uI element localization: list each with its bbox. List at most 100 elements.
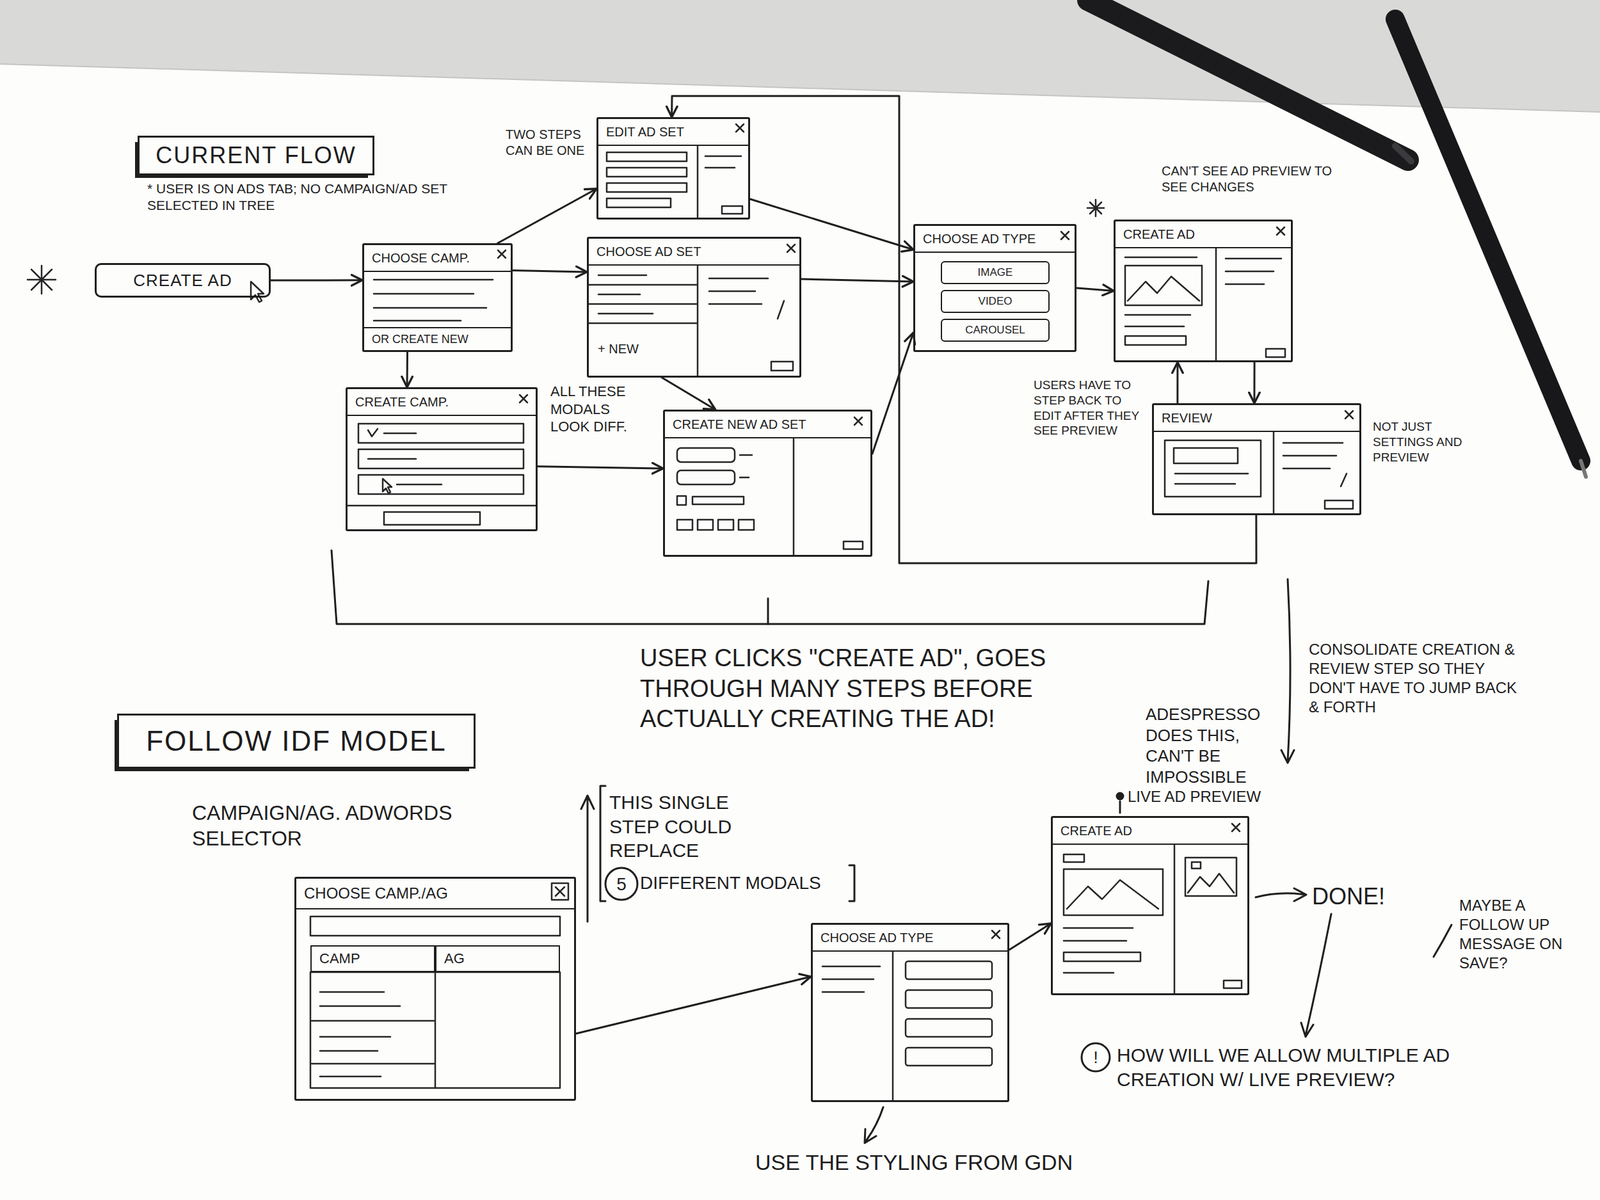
bracket-and-arrows	[1081, 1043, 1110, 1072]
modal-title: CHOOSE AD TYPE	[812, 924, 1008, 952]
bracket-and-arrows	[1116, 792, 1124, 800]
modal-title: CREATE CAMP.	[347, 389, 536, 416]
sketch-scribble	[696, 145, 699, 218]
modal-sketch: CHOOSE AD SET+ NEW	[586, 236, 802, 378]
modal-title: CREATE AD	[1115, 221, 1291, 249]
marker-pen	[1395, 145, 1412, 162]
note-text: USERS HAVE TO STEP BACK TO EDIT AFTER TH…	[1033, 377, 1143, 439]
flow-arrow	[1076, 288, 1114, 292]
note-text: THIS SINGLE STEP COULD REPLACE	[609, 790, 763, 863]
bracket-and-arrows	[1255, 888, 1307, 902]
sketch-scribble	[250, 281, 264, 303]
option-label: VIDEO	[978, 295, 1013, 308]
sketch-scribble	[718, 519, 734, 530]
sketch-scribble	[1185, 857, 1237, 896]
marker-pen	[1088, 0, 1408, 160]
modal-sketch: CHOOSE CAMP./AGCAMPAG	[294, 876, 576, 1101]
sketch-scribble	[736, 124, 744, 132]
component-note: CAMPAIGN/AG. ADWORDS SELECTOR	[192, 800, 487, 852]
flow-arrow	[576, 976, 811, 1034]
paper-sheet	[0, 64, 1600, 1200]
sketch-scribble	[677, 496, 687, 505]
sketch-scribble	[677, 519, 693, 530]
modal-title: CHOOSE CAMP./AG	[296, 878, 575, 910]
sketch-scribble	[1061, 231, 1069, 240]
button-sketch: CREATE AD	[94, 263, 271, 298]
paper-sheet	[0, 64, 1600, 1200]
sketch-scribble	[606, 198, 671, 208]
question-note: HOW WILL WE ALLOW MULTIPLE AD CREATION W…	[1116, 1043, 1527, 1092]
modal-title: CHOOSE AD TYPE	[915, 225, 1075, 253]
sketch-scribble	[1345, 410, 1353, 419]
sketch-scribble	[692, 496, 744, 505]
option-button: CAROUSEL	[940, 318, 1050, 342]
callout-number: 5	[613, 872, 630, 896]
note-text: ADESPRESSO DOES THIS, CAN'T BE IMPOSSIBL…	[1145, 704, 1268, 788]
flow-arrow	[661, 377, 716, 410]
sketch-scribble	[1223, 980, 1242, 989]
label-anchor: ADESPRESSO DOES THIS, CAN'T BE IMPOSSIBL…	[1145, 704, 1268, 788]
label-anchor: USERS HAVE TO STEP BACK TO EDIT AFTER TH…	[1033, 377, 1143, 439]
sketch-scribble	[311, 992, 434, 1077]
sketch-scribble	[677, 470, 735, 485]
label-anchor: NOT JUST SETTINGS AND PREVIEW	[1372, 419, 1495, 465]
sketch-scribble	[905, 961, 992, 980]
modal-title: EDIT AD SET	[598, 119, 749, 146]
bracket-and-arrows	[849, 865, 855, 902]
sketch-scribble	[1063, 869, 1163, 916]
sketch-scribble	[787, 244, 795, 253]
sketch-scribble	[27, 124, 1353, 1101]
sketch-scribble	[1276, 227, 1285, 235]
sketch-scribble	[1066, 880, 1159, 909]
marker-pen	[1580, 460, 1586, 477]
bracket-and-arrows	[581, 795, 594, 922]
sketch-scribble	[697, 519, 713, 530]
sketch-scribble	[1215, 248, 1218, 361]
sketch-scribble	[843, 541, 863, 550]
option-label: IMAGE	[977, 266, 1014, 280]
label-anchor: HOW WILL WE ALLOW MULTIPLE AD CREATION W…	[1116, 1043, 1527, 1092]
label-anchor: ALL THESE MODALS LOOK DIFF.	[550, 382, 647, 436]
sketch-scribble	[598, 275, 653, 314]
modal-title: CREATE NEW AD SET	[664, 411, 871, 439]
note-text: DIFFERENT MODALS	[640, 871, 839, 895]
sketch-scribble	[905, 1047, 992, 1066]
sketch-scribble	[1265, 348, 1286, 358]
bracket-and-arrows	[1433, 924, 1452, 957]
bracket-and-arrows	[331, 550, 1209, 624]
sketch-scribble	[555, 887, 565, 896]
flow-arrow	[512, 270, 587, 273]
sketch-scribble	[606, 183, 687, 192]
modal-title: REVIEW	[1153, 405, 1360, 432]
label-anchor: CONSOLIDATE CREATION & REVIEW STEP SO TH…	[1308, 640, 1520, 717]
sketch-scribble	[738, 519, 754, 530]
sketch-scribble	[1063, 854, 1085, 863]
label-anchor: DIFFERENT MODALS	[640, 871, 839, 895]
label-anchor: 5	[613, 872, 630, 896]
sketch-scribble	[1175, 473, 1248, 484]
note-text: MAYBE A FOLLOW UP MESSAGE ON SAVE?	[1459, 896, 1588, 973]
note-text: TWO STEPS CAN BE ONE	[505, 126, 589, 159]
sketch-scribble	[1187, 873, 1234, 893]
modal-title: CHOOSE AD SET	[588, 238, 800, 266]
column-header: AG	[435, 945, 560, 973]
label-anchor: THIS SINGLE STEP COULD REPLACE	[609, 790, 763, 863]
sketch-scribble	[310, 972, 560, 1088]
marker-pen	[1395, 19, 1581, 461]
sketch-scribble	[384, 512, 480, 525]
sketch-scribble	[771, 361, 793, 371]
sketch-scribble	[892, 951, 895, 1101]
sketch-scribble	[551, 883, 569, 900]
flow-arrow	[1009, 923, 1051, 950]
sketch-scribble	[1173, 448, 1238, 464]
note-text: USE THE STYLING FROM GDN	[755, 1148, 1204, 1177]
sketch-scribble	[1225, 258, 1282, 285]
sketch-scribble	[358, 423, 524, 443]
sketch-scribble	[1125, 314, 1191, 327]
sketch-scribble	[382, 478, 392, 494]
flow-arrow	[801, 279, 914, 282]
bracket-and-arrows	[1281, 579, 1295, 763]
